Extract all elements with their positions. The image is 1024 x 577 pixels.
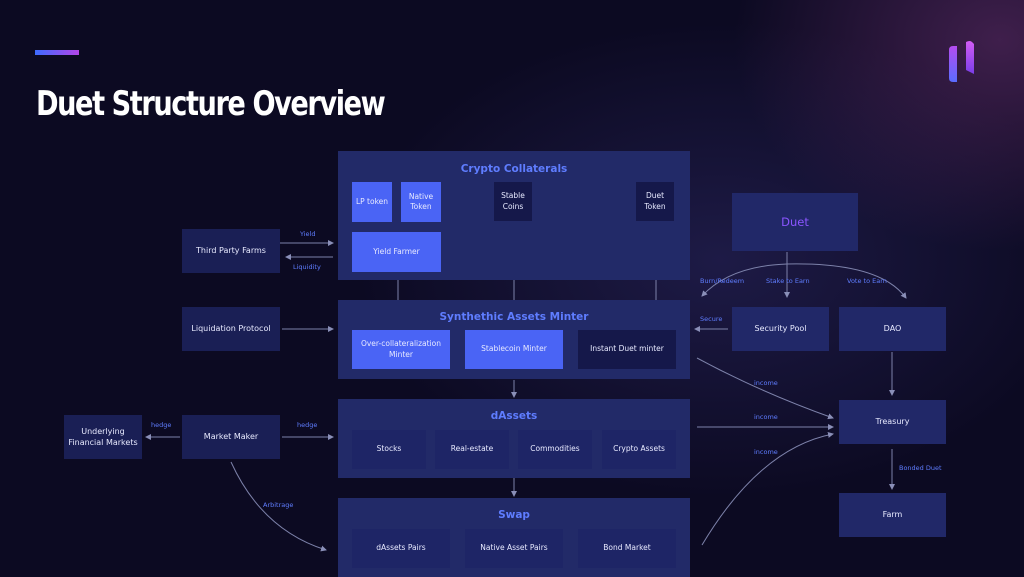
third-party-farms-box: Third Party Farms (182, 229, 280, 273)
treasury-box: Treasury (839, 400, 946, 444)
title-accent-bar (35, 50, 79, 55)
native-asset-pairs-box: Native Asset Pairs (465, 529, 563, 568)
synthetic-minter-panel: Synthethic Assets Minter Over-collateral… (338, 300, 690, 379)
crypto-collaterals-panel: Crypto Collaterals LP token Native Token… (338, 151, 690, 280)
crypto-assets-box: Crypto Assets (602, 430, 676, 469)
dassets-panel: dAssets Stocks Real-estate Commodities C… (338, 399, 690, 478)
dassets-title: dAssets (490, 410, 538, 422)
over-collateral-minter-box: Over-collateralization Minter (352, 330, 450, 369)
duet-box: Duet (732, 193, 858, 251)
lp-token-box: LP token (352, 182, 392, 222)
arbitrage-label: Arbitrage (263, 501, 294, 509)
income-label-1: income (754, 379, 778, 387)
swap-panel: Swap dAssets Pairs Native Asset Pairs Bo… (338, 498, 690, 577)
security-pool-box: Security Pool (732, 307, 829, 351)
crypto-collaterals-title: Crypto Collaterals (460, 163, 568, 175)
yield-farmer-box: Yield Farmer (352, 232, 441, 272)
bonded-duet-label: Bonded Duet (899, 464, 942, 472)
hedge-left-label: hedge (151, 421, 172, 429)
farm-box: Farm (839, 493, 946, 537)
swap-title: Swap (498, 509, 530, 521)
income-label-2: income (754, 413, 778, 421)
liquidity-label: Liquidity (293, 263, 321, 271)
duet-logo-icon (949, 41, 974, 82)
dao-box: DAO (839, 307, 946, 351)
stake-to-earn-label: Stake to Earn (766, 277, 810, 285)
stablecoin-minter-box: Stablecoin Minter (465, 330, 563, 369)
secure-label: Secure (700, 315, 723, 323)
vote-to-earn-label: Vote to Earn (847, 277, 887, 285)
duet-token-box: Duet Token (636, 182, 674, 221)
income-label-3: income (754, 448, 778, 456)
stocks-box: Stocks (352, 430, 426, 469)
page-title: Duet Structure Overview (36, 84, 386, 124)
bond-market-box: Bond Market (578, 529, 676, 568)
instant-duet-minter-box: Instant Duet minter (578, 330, 676, 369)
stable-coins-box: Stable Coins (494, 182, 532, 221)
dassets-pairs-box: dAssets Pairs (352, 529, 450, 568)
real-estate-box: Real-estate (435, 430, 509, 469)
synthetic-minter-title: Synthethic Assets Minter (439, 311, 589, 323)
yield-label: Yield (300, 230, 316, 238)
liquidation-protocol-box: Liquidation Protocol (182, 307, 280, 351)
commodities-box: Commodities (518, 430, 592, 469)
underlying-financial-markets-box: Underlying Financial Markets (64, 415, 142, 459)
hedge-right-label: hedge (297, 421, 318, 429)
market-maker-box: Market Maker (182, 415, 280, 459)
burn-redeem-label: Burn/Redeem (700, 277, 745, 285)
native-token-box: Native Token (401, 182, 441, 222)
